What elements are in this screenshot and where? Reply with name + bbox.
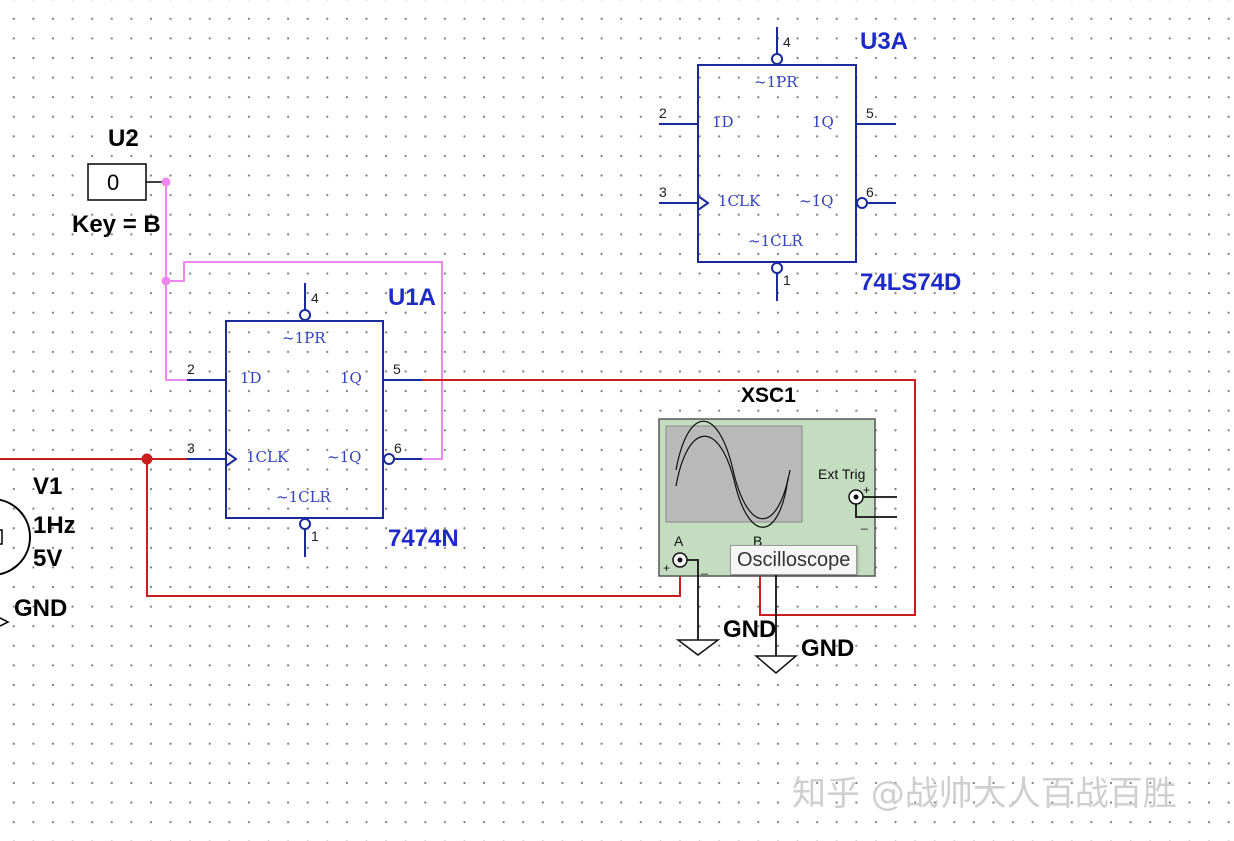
u3a-pinnum-2: 2 xyxy=(659,105,667,121)
u3a-pin-clk: 1CLK xyxy=(718,192,761,210)
v1-symbol xyxy=(0,498,31,576)
sine-trace-icon xyxy=(675,420,791,520)
channel-a-label: A xyxy=(674,533,684,549)
u3a-flip-flop[interactable]: ~1PR 1D 1Q 1CLK ~1Q ~1CLR 4 2 5 3 6 1 U3… xyxy=(659,27,961,301)
u2-key-label: Key = B xyxy=(72,211,161,238)
ext-trig-minus: _ xyxy=(860,516,868,530)
u1a-clr-bubble xyxy=(299,518,311,530)
u1a-pin-d: 1D xyxy=(240,369,262,387)
junction-dot xyxy=(161,276,171,286)
u3a-pinnum-4: 4 xyxy=(783,34,791,50)
gnd-b-label: GND xyxy=(801,635,854,662)
u3a-pinnum-1: 1 xyxy=(783,272,791,288)
terminal-dot xyxy=(853,494,859,500)
u3a-pinnum-5: 5 xyxy=(866,105,874,121)
u3a-pr-bubble xyxy=(771,53,783,65)
channel-a-minus: _ xyxy=(700,561,708,575)
gnd-a-label: GND xyxy=(723,616,776,643)
oscilloscope-tooltip: Oscilloscope xyxy=(730,545,858,575)
u2-value-box[interactable] xyxy=(87,163,147,201)
u3a-pin-d: 1D xyxy=(712,113,734,131)
sine-trace-icon xyxy=(675,435,789,528)
red-wire-net[interactable] xyxy=(0,379,916,616)
u1a-body xyxy=(225,320,384,519)
ground-icon xyxy=(753,655,799,674)
u1a-ref-label: U1A xyxy=(388,284,436,311)
junction-dot xyxy=(161,177,171,187)
v1-freq-label: 1Hz xyxy=(33,512,76,539)
u1a-pin-clk: 1CLK xyxy=(246,448,289,466)
u3a-ref-label: U3A xyxy=(860,28,908,55)
ground-icon xyxy=(0,617,10,627)
channel-a-plus: + xyxy=(663,561,670,575)
u1a-clock-arrow xyxy=(225,451,238,467)
u1a-pinnum-3: 3 xyxy=(187,440,195,456)
square-wave-icon xyxy=(0,529,3,545)
u1a-pin-pr: ~1PR xyxy=(282,329,326,347)
u1a-part-label: 7474N xyxy=(388,525,459,552)
terminal-dot xyxy=(677,557,683,563)
u1a-pin-q: 1Q xyxy=(340,369,362,387)
ground-icon xyxy=(675,639,721,656)
watermark: 知乎 @战帅大人百战百胜 xyxy=(792,774,1177,814)
v1-amp-label: 5V xyxy=(33,545,62,572)
u1a-pin-qn: ~1Q xyxy=(327,448,361,466)
v1-ref-label: V1 xyxy=(33,473,62,500)
u3a-pinnum-3: 3 xyxy=(659,184,667,200)
u1a-pinnum-2: 2 xyxy=(187,361,195,377)
xsc1-oscilloscope[interactable]: XSC1 Ext Trig + _ A B + _ GND GND xyxy=(658,384,897,674)
u1a-pinnum-4: 4 xyxy=(311,290,319,306)
ext-trig-plus: + xyxy=(863,483,870,497)
u3a-qn-bubble xyxy=(856,197,868,209)
junction-dot xyxy=(141,453,153,465)
u2-value: 0 xyxy=(107,170,119,195)
u1a-flip-flop[interactable]: ~1PR 1D 1Q 1CLK ~1Q ~1CLR 4 2 5 3 6 1 U1… xyxy=(187,283,459,557)
u1a-qn-bubble xyxy=(383,453,395,465)
u1a-pin-clr: ~1CLR xyxy=(276,488,332,506)
u3a-pin-pr: ~1PR xyxy=(754,73,798,91)
u3a-pinnum-6: 6 xyxy=(866,184,874,200)
u1a-pinnum-6: 6 xyxy=(394,440,402,456)
xsc1-ext-trig-label: Ext Trig xyxy=(818,466,865,482)
u3a-part-label: 74LS74D xyxy=(860,269,961,296)
xsc1-ref-label: XSC1 xyxy=(741,384,796,407)
u1a-pinnum-5: 5 xyxy=(393,361,401,377)
u2-switch[interactable]: U2 0 Key = B xyxy=(72,125,166,238)
v1-gnd-label: GND xyxy=(14,595,67,622)
u3a-clock-arrow xyxy=(697,195,710,211)
u3a-pin-q: 1Q xyxy=(812,113,834,131)
u3a-clr-bubble xyxy=(771,262,783,274)
u3a-pin-qn: ~1Q xyxy=(799,192,833,210)
v1-clock-source[interactable]: V1 1Hz 5V GND xyxy=(0,473,76,628)
u1a-pr-bubble xyxy=(299,309,311,321)
u1a-pinnum-1: 1 xyxy=(311,528,319,544)
u2-ref-label: U2 xyxy=(108,125,139,152)
channel-b-label: B xyxy=(753,533,762,549)
u3a-pin-clr: ~1CLR xyxy=(748,232,804,250)
